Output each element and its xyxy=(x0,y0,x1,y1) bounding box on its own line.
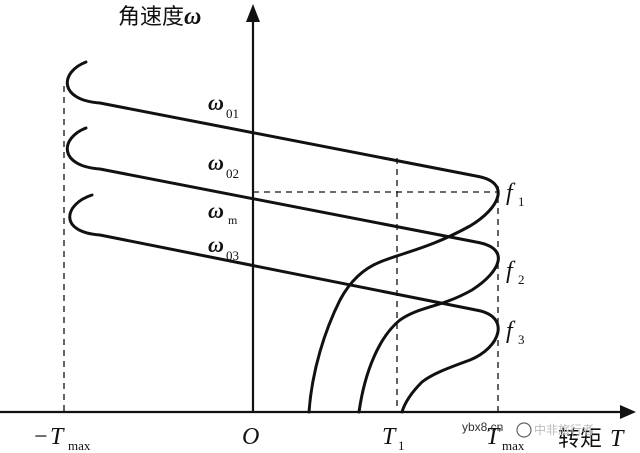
f3-symbol: f xyxy=(506,318,516,344)
tmax-subscript: max xyxy=(502,438,525,453)
f2-symbol: f xyxy=(506,258,516,284)
tmax-T: T xyxy=(486,424,501,450)
y-axis-arrow xyxy=(246,4,260,22)
f1-symbol: f xyxy=(506,180,516,206)
omega01-symbol: ω xyxy=(208,90,224,115)
t1-T: T xyxy=(382,424,397,450)
neg-tmax-T: T xyxy=(50,424,65,450)
y-axis-label: 角速度 xyxy=(118,5,184,30)
f3-subscript: 3 xyxy=(518,332,525,347)
omega-m-symbol: ω xyxy=(208,198,224,223)
omega-m-subscript: m xyxy=(228,213,238,227)
f2-subscript: 2 xyxy=(518,272,525,287)
origin-label: O xyxy=(242,424,259,450)
neg-tmax-sign: − xyxy=(34,424,48,450)
omega03-symbol: ω xyxy=(208,232,224,257)
curve-f2 xyxy=(66,126,500,414)
watermark-url: ybx8.cn xyxy=(462,420,503,434)
omega01-subscript: 01 xyxy=(226,106,239,121)
y-axis-symbol: ω xyxy=(184,4,201,30)
curve-f3 xyxy=(68,193,500,414)
x-axis-symbol: T xyxy=(610,426,625,452)
x-axis-label: 转矩 xyxy=(558,427,602,452)
watermark-logo-icon xyxy=(516,422,532,438)
omega02-symbol: ω xyxy=(208,150,224,175)
x-axis-arrow xyxy=(620,405,636,419)
omega02-subscript: 02 xyxy=(226,166,239,181)
f1-subscript: 1 xyxy=(518,194,525,209)
curve-f1 xyxy=(66,60,500,414)
t1-subscript: 1 xyxy=(398,438,405,453)
neg-tmax-subscript: max xyxy=(68,438,91,453)
watermark-brand: 中非旅行者 xyxy=(534,422,594,437)
omega03-subscript: 03 xyxy=(226,248,239,263)
